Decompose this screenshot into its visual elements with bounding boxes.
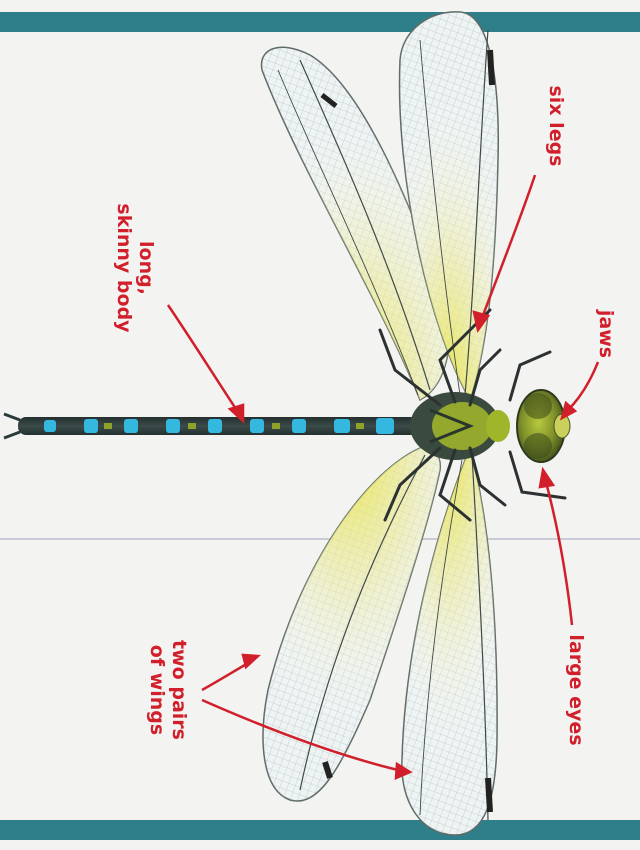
label-two-pairs-of-wings: two pairs of wings xyxy=(146,640,190,740)
label-jaws: jaws xyxy=(595,310,617,358)
label-long-skinny-body: long, skinny body xyxy=(113,203,157,332)
dragonfly-thorax xyxy=(410,392,510,460)
dragonfly-head xyxy=(517,390,570,462)
label-large-eyes: large eyes xyxy=(565,634,587,745)
dragonfly-abdomen xyxy=(4,414,418,438)
label-six-legs: six legs xyxy=(545,85,567,166)
